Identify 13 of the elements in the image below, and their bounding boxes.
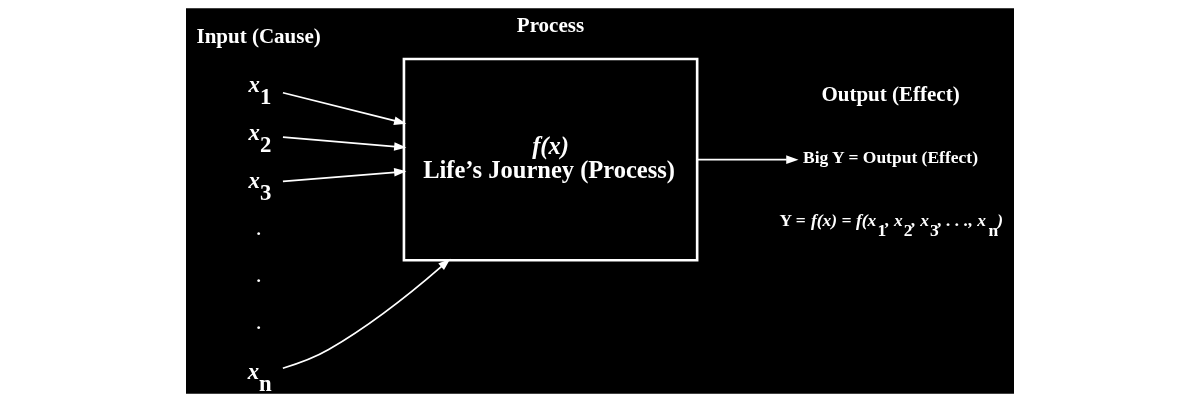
label: Input (Cause)	[196, 24, 321, 49]
arrow	[282, 91, 407, 125]
label: .	[256, 313, 261, 334]
arrow	[282, 136, 407, 151]
label: Output (Effect)	[821, 82, 960, 107]
arrow	[282, 168, 407, 183]
arrow	[696, 155, 799, 164]
node-text: Big Y = Output (Effect)	[803, 147, 978, 168]
label: .	[256, 218, 261, 239]
node-box: f(x) Life’s Journey (Process)	[402, 57, 699, 262]
label: .	[256, 266, 261, 287]
label: Process	[516, 13, 585, 38]
arrow	[281, 258, 451, 370]
